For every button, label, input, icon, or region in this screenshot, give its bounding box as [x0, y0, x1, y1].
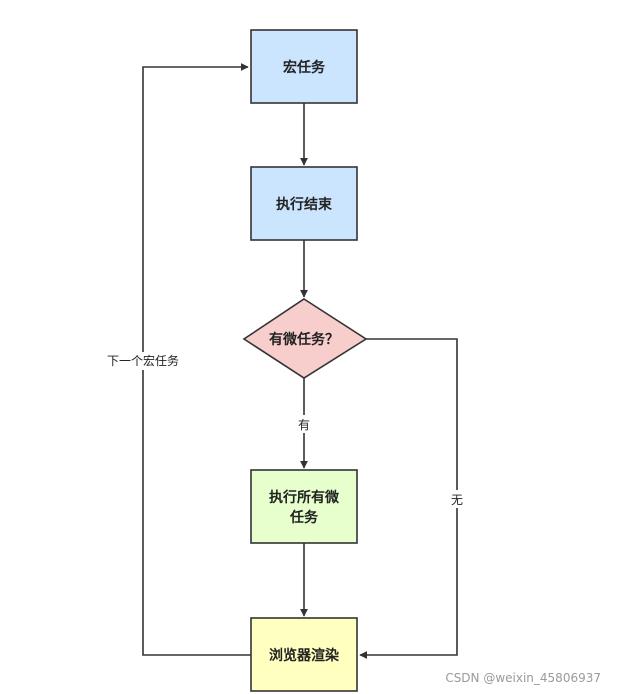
exec-end-label: 执行结束 [276, 196, 333, 213]
exec-micro-label-line-2: 任务 [289, 509, 319, 526]
edge-labels: 有 无 下一个宏任务 [102, 352, 466, 508]
csdn-watermark: CSDN @weixin_45806937 [445, 671, 601, 685]
render-box [250, 617, 358, 692]
exec-end-box [250, 166, 358, 241]
render-label: 浏览器渲染 [269, 647, 340, 664]
edge-label-next-macro: 下一个宏任务 [107, 353, 179, 368]
edge-label-no: 无 [451, 493, 463, 507]
node-exec-micro: 执行所有微 任务 [250, 469, 358, 544]
has-micro-label: 有微任务？ [269, 331, 339, 348]
exec-micro-box [250, 469, 358, 544]
exec-micro-label-line-1: 执行所有微 [269, 489, 340, 506]
node-render: 浏览器渲染 [250, 617, 358, 692]
macro-task-box [250, 29, 358, 104]
macro-task-label: 宏任务 [283, 59, 326, 76]
node-has-micro-decision: 有微任务？ [242, 298, 368, 379]
edge-label-yes: 有 [298, 418, 310, 432]
edge-decision-to-render [359, 338, 458, 659]
node-exec-end: 执行结束 [250, 166, 358, 241]
has-micro-diamond [242, 298, 368, 379]
node-macro-task: 宏任务 [250, 29, 358, 104]
